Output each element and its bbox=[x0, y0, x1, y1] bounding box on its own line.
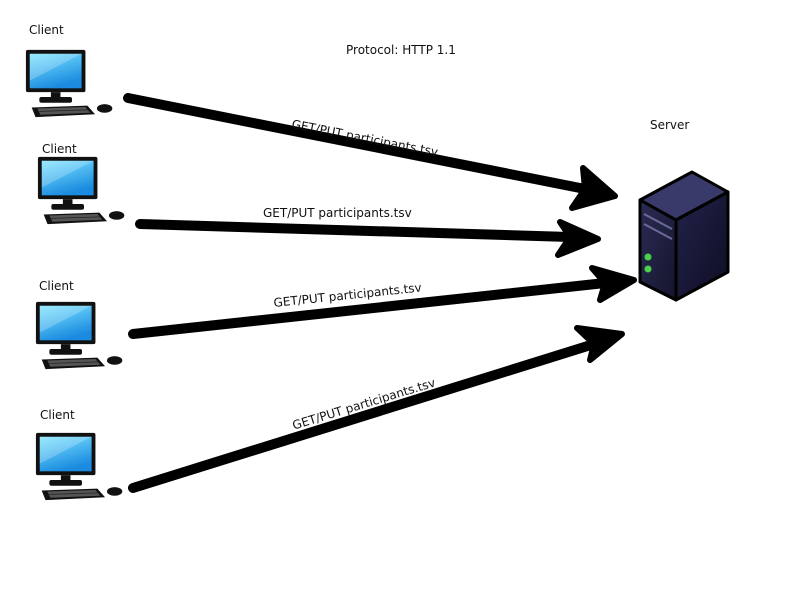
connection-arrow bbox=[135, 219, 601, 258]
connection-label: GET/PUT participants.tsv bbox=[263, 206, 412, 220]
computer-icon bbox=[35, 301, 123, 370]
connection-arrow bbox=[128, 325, 625, 493]
computer-icon bbox=[35, 432, 123, 501]
server-label: Server bbox=[650, 118, 690, 132]
client-label: Client bbox=[42, 142, 77, 156]
connection-arrow bbox=[128, 265, 637, 339]
diagram-title: Protocol: HTTP 1.1 bbox=[346, 43, 456, 57]
computer-icon bbox=[37, 156, 125, 225]
server-icon bbox=[638, 170, 730, 302]
computer-icon bbox=[25, 49, 113, 118]
client-label: Client bbox=[39, 279, 74, 293]
connection-arrow bbox=[123, 93, 618, 211]
client-label: Client bbox=[40, 408, 75, 422]
client-label: Client bbox=[29, 23, 64, 37]
